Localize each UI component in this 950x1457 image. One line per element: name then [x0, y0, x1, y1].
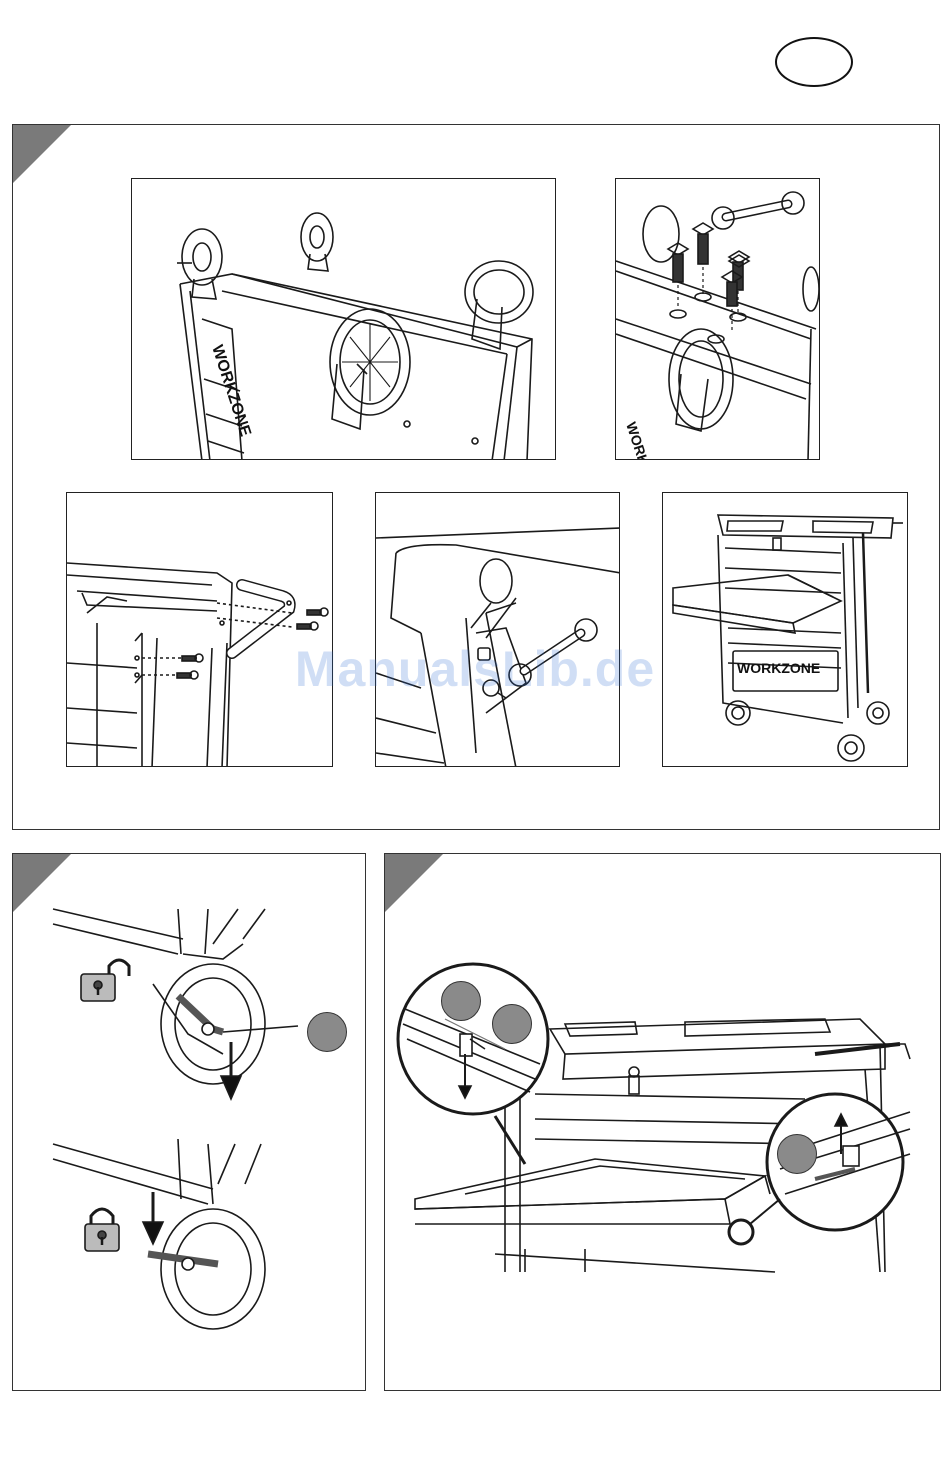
- language-badge: [775, 37, 853, 87]
- brand-logo-side: WORKZONE: [208, 343, 254, 439]
- open-drawer: [415, 1159, 770, 1224]
- svg-text:WORKZONE: WORKZONE: [623, 420, 664, 460]
- open-drawer: [673, 575, 841, 633]
- svg-text:WORKZONE: WORKZONE: [208, 343, 254, 439]
- caster-front: [330, 309, 410, 429]
- watermark: ManualsLib.de: [0, 640, 950, 698]
- section-caster-brake: [12, 853, 366, 1391]
- figure-casters-placed: WORKZONE: [131, 178, 556, 460]
- section-drawer-removal: [384, 853, 941, 1391]
- figure-handle-attach: [66, 492, 333, 767]
- caster-back-middle: [301, 213, 333, 271]
- section-corner-tab: [13, 125, 71, 183]
- figure-assembled-cart: WORKZONE: [662, 492, 908, 767]
- closed-padlock-icon: [85, 1209, 119, 1251]
- callout-dot: [441, 981, 481, 1021]
- callout-dot: [492, 1004, 532, 1044]
- callout-dot: [307, 1012, 347, 1052]
- callout-dot: [777, 1134, 817, 1174]
- figure-bolts-wrench: WORKZONE: [615, 178, 820, 460]
- wrench-icon: [712, 192, 804, 229]
- caster-back-left: [177, 229, 222, 299]
- caster-unlocked: [53, 909, 298, 1099]
- open-padlock-icon: [81, 960, 129, 1001]
- figure-handle-tighten: [375, 492, 620, 767]
